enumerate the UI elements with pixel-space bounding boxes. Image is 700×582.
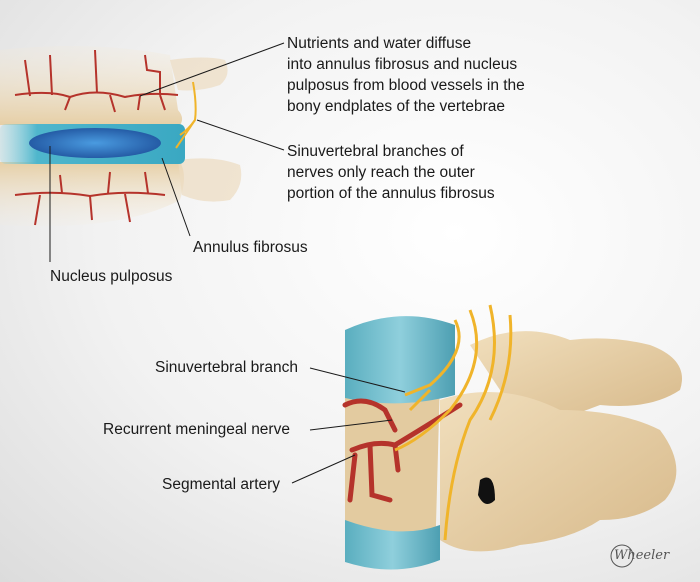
intervertebral-disc-upper (345, 316, 455, 404)
leader-sinuvertebral-branch (309, 367, 406, 393)
label-line: bony endplates of the vertebrae (287, 98, 506, 115)
leader-annulus-fibrosus (161, 157, 191, 237)
leader-nutrients (139, 42, 285, 97)
endplate-blood-vessels (14, 49, 179, 226)
intervertebral-foramen (478, 477, 495, 504)
label-line: Sinuvertebral branches of (287, 143, 464, 160)
leader-lines (49, 42, 406, 484)
label-nucleus-pulposus: Nucleus pulposus (50, 268, 173, 285)
nucleus-pulposus-shape (29, 128, 161, 158)
sinuvertebral-nerve-fibers (175, 81, 197, 149)
lower-process (178, 158, 242, 202)
intervertebral-disc-lower (345, 520, 440, 570)
label-line: portion of the annulus fibrosus (287, 185, 495, 202)
signature (610, 544, 634, 568)
label-line: Nutrients and water diffuse (287, 35, 472, 52)
label-annulus-fibrosus: Annulus fibrosus (193, 239, 308, 256)
lower-vertebral-arch (440, 392, 677, 552)
leader-sinuvertebral-branches (196, 119, 285, 151)
label-nutrients: Nutrients and water diffuse into annulus… (287, 33, 525, 117)
label-sinuvertebral-branches: Sinuvertebral branches of nerves only re… (287, 141, 495, 204)
disc-cross-section (0, 46, 242, 227)
label-recurrent-meningeal-nerve: Recurrent meningeal nerve (103, 421, 290, 438)
label-line: into annulus fibrosus and nucleus (287, 56, 518, 73)
artist-signature: Wheeler (614, 548, 670, 563)
label-line: nerves only reach the outer (287, 164, 475, 181)
label-sinuvertebral-branch: Sinuvertebral branch (155, 359, 299, 376)
vertebral-body (345, 380, 440, 567)
nerve-roots (394, 304, 513, 541)
lower-vertebra (0, 162, 184, 227)
vertebral-segment-3d (342, 304, 682, 570)
upper-vertebra (0, 46, 183, 125)
leader-recurrent-meningeal-nerve (309, 419, 393, 431)
leader-segmental-artery (291, 454, 356, 484)
label-segmental-artery: Segmental artery (162, 476, 281, 493)
label-line: pulposus from blood vessels in the (287, 77, 525, 94)
